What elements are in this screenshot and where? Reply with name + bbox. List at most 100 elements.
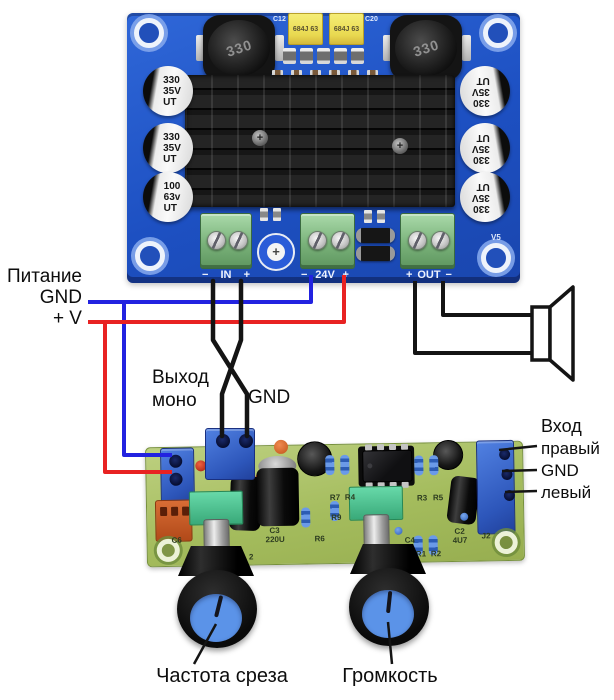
smd-resistor-row [272, 70, 378, 78]
silkscreen-c4: C4 [404, 535, 415, 545]
terminal-recess [501, 468, 513, 481]
mounting-hole [135, 241, 165, 271]
silkscreen-v5: V5 [491, 233, 501, 242]
smd-component [351, 48, 364, 64]
silkscreen-220u: 220U [265, 534, 285, 545]
out-plus: + [406, 269, 413, 281]
mounting-hole [481, 243, 511, 273]
ic-notch [367, 463, 373, 469]
smd-component [272, 70, 283, 78]
label-power: Питание [7, 266, 82, 287]
silkscreen-j2: J2 [481, 531, 491, 541]
speaker-magnet [530, 305, 552, 362]
input-right-label: правый [541, 439, 600, 458]
resistor [429, 455, 439, 476]
smd-component [329, 70, 340, 78]
terminal-recess [169, 454, 183, 468]
inductor-face: 330 [395, 20, 457, 76]
smd-component [273, 208, 281, 221]
smd-capacitor-row [283, 48, 364, 64]
smd-component [364, 210, 372, 223]
in-text: IN [220, 269, 232, 281]
capacitor-label: 100 63v UT [163, 180, 181, 214]
solder-pad [275, 35, 284, 61]
silkscreen-r3: R3 [416, 493, 428, 503]
smd-component [334, 48, 347, 64]
trimmer-slot: + [267, 243, 285, 261]
knob-volume [349, 568, 429, 646]
terminal-recess [216, 434, 230, 448]
v24-minus: − [301, 269, 308, 281]
smd-component [310, 70, 321, 78]
smd-component [377, 210, 385, 223]
silkscreen-c20: C20 [365, 16, 378, 23]
knob-notch [214, 595, 224, 618]
silkscreen-r7: R7 [329, 492, 341, 503]
output-screw-terminal [400, 213, 455, 269]
heatsink: + + [185, 75, 455, 207]
speaker-symbol [530, 285, 575, 382]
mounting-hole [494, 530, 518, 555]
solder-pad [196, 35, 205, 61]
inductor-value: 330 [410, 36, 441, 60]
film-capacitor: 684J 63 [329, 13, 364, 45]
smd-component [291, 70, 302, 78]
label-mono: моно [152, 390, 197, 411]
capacitor-label: 330 35V UT [163, 131, 181, 165]
terminal-screw [431, 231, 450, 250]
electrolytic-capacitor: 330 35V UT [460, 123, 510, 173]
silkscreen-r6: R6 [314, 534, 325, 544]
knob-cutoff-label: Частота среза [156, 665, 288, 687]
silkscreen-r4: R4 [344, 492, 356, 502]
connector-slots [160, 506, 190, 517]
smd-component [283, 48, 296, 64]
capacitor-label: 330 35V UT [472, 131, 490, 165]
silkscreen-r5: R5 [432, 493, 444, 503]
terminal-screw [331, 231, 350, 250]
silkscreen-4u7: 4U7 [452, 535, 468, 545]
terminal-recess [239, 434, 253, 448]
capacitor-label: 330 35V UT [472, 180, 490, 214]
mono-output-terminal [205, 428, 255, 480]
smd-component [348, 70, 359, 78]
solder-pad [383, 35, 392, 61]
ceramic-capacitor [394, 526, 403, 535]
capacitor-label: 330 35V UT [163, 74, 181, 108]
terminal-screw [229, 231, 248, 250]
mono-output-label: Выход моно [152, 366, 209, 412]
film-capacitor-value: 684J 63 [333, 25, 360, 33]
silkscreen-c3: C3 [269, 525, 280, 536]
capacitor-label: 330 35V UT [472, 74, 490, 108]
power-screw-terminal [300, 213, 355, 269]
out-minus: − [445, 269, 452, 281]
inductor: 330 [203, 15, 275, 81]
speaker-cone [548, 285, 575, 382]
orange-capacitor [273, 439, 289, 455]
resistor [325, 455, 335, 476]
gain-trimmer-potentiometer: + [257, 233, 295, 271]
label-power-vplus: + V [52, 308, 82, 329]
terminal-recess [503, 489, 515, 502]
in-plus: + [243, 269, 250, 281]
large-electrolytic-capacitor [256, 467, 300, 527]
silkscreen-2: 2 [248, 552, 254, 562]
smd-pair [260, 208, 281, 221]
film-capacitor: 684J 63 [288, 13, 323, 45]
amplifier-board: 330 330 C12 684J 63 684J 63 C20 + + 330 … [127, 13, 520, 283]
in-minus: − [202, 269, 209, 281]
terminal-screw [207, 231, 226, 250]
ic-chip [362, 449, 413, 483]
resistor [301, 507, 311, 528]
input-title-label: Вход [541, 416, 582, 436]
jumper [356, 228, 395, 243]
v24-text: 24V [315, 269, 335, 281]
smd-component [300, 48, 313, 64]
silkscreen-r9: R9 [331, 512, 342, 523]
terminal-recess [499, 448, 511, 461]
label-output: Выход [152, 367, 209, 388]
connector-slot [171, 506, 179, 516]
terminal-screw [308, 231, 327, 250]
silkscreen-r2: R2 [430, 549, 442, 559]
screw-icon: + [252, 130, 268, 146]
